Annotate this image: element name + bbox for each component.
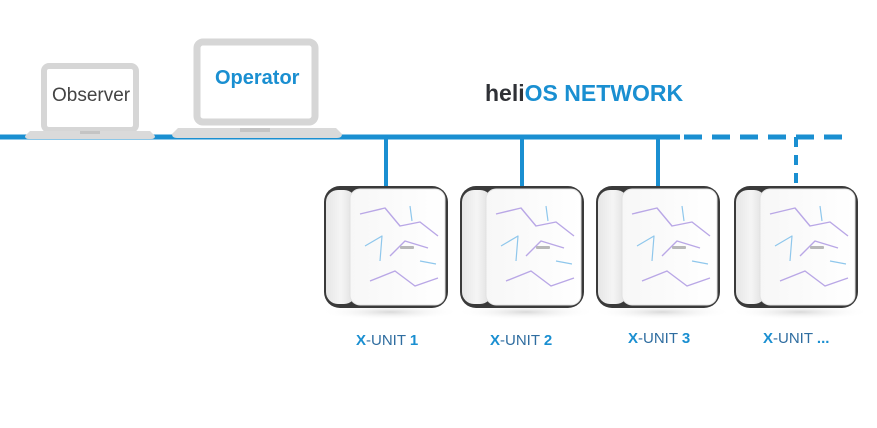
units-group [320, 186, 870, 320]
unit-prefix: X [490, 332, 501, 349]
observer-label: Observer [52, 85, 131, 106]
unit-label-1: X-UNIT 1 [356, 332, 418, 349]
unit-label-3: X-UNIT 3 [628, 330, 690, 347]
unit-connectors [384, 137, 798, 188]
unit-label-more: X-UNIT ... [763, 330, 829, 347]
unit-prefix: X [356, 332, 367, 349]
unit-name: -UNIT [638, 330, 682, 347]
observer-laptop-icon [25, 63, 155, 139]
operator-label: Operator [215, 67, 300, 89]
unit-prefix: X [628, 330, 639, 347]
network-title-part2: OS NETWORK [524, 80, 684, 106]
x-unit-device-2 [456, 186, 596, 320]
unit-name: -UNIT [500, 332, 544, 349]
unit-number: 3 [681, 330, 691, 347]
x-unit-device-1 [320, 186, 460, 320]
unit-prefix: X [763, 330, 774, 347]
unit-label-2: X-UNIT 2 [490, 332, 552, 349]
unit-number: 1 [409, 332, 419, 349]
operator-laptop-icon [172, 38, 342, 138]
unit-name: -UNIT [366, 332, 410, 349]
unit-name: -UNIT [773, 330, 817, 347]
x-unit-device-4 [730, 186, 870, 320]
network-title: heliOS NETWORK [485, 80, 683, 107]
unit-number: 2 [543, 332, 553, 349]
unit-number: ... [816, 330, 830, 347]
network-title-part1: heli [485, 80, 525, 106]
x-unit-device-3 [592, 186, 732, 320]
